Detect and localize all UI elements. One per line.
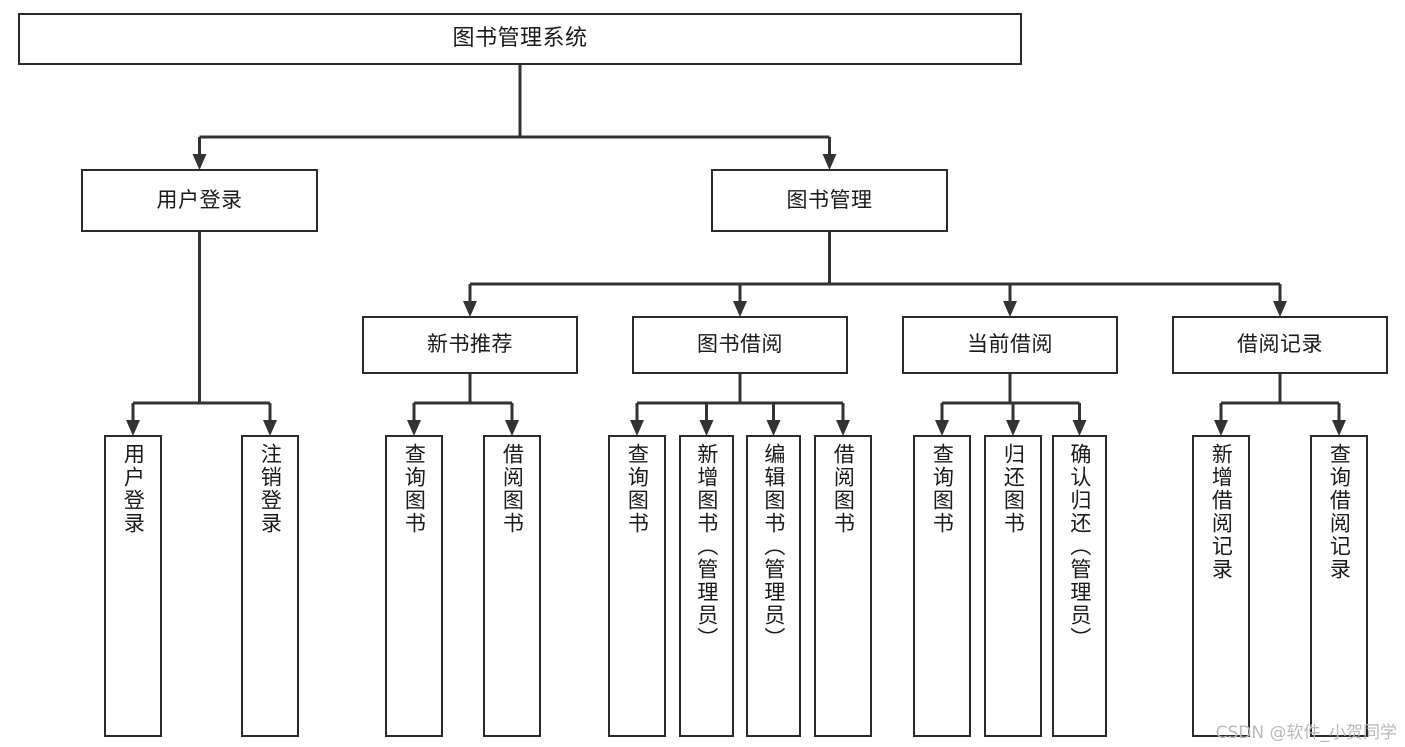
watermark: CSDN @软件_小贺同学 [1215,723,1397,743]
node-borrow-record[interactable]: 借阅记录 [1172,316,1388,374]
node-leaf-query-book-2[interactable]: 查询图书 [608,435,666,737]
node-leaf-query-book-3[interactable]: 查询图书 [913,435,971,737]
node-label: 用户登录 [121,443,146,535]
node-label: 归还图书 [1001,443,1026,535]
node-label: 查询图书 [402,443,427,535]
node-label: 确认归还（管理员） [1067,443,1092,650]
node-leaf-confirm-return[interactable]: 确认归还（管理员） [1052,435,1107,737]
node-leaf-add-record[interactable]: 新增借阅记录 [1192,435,1250,737]
node-leaf-add-book[interactable]: 新增图书（管理员） [679,435,734,737]
node-current-borrow[interactable]: 当前借阅 [902,316,1118,374]
node-leaf-user-login[interactable]: 用户登录 [104,435,162,737]
node-user-login[interactable]: 用户登录 [81,169,318,232]
node-leaf-borrow-book-1[interactable]: 借阅图书 [483,435,541,737]
node-label: 查询图书 [930,443,955,535]
node-book-borrow[interactable]: 图书借阅 [632,316,848,374]
node-leaf-query-book-1[interactable]: 查询图书 [385,435,443,737]
node-label: 新书推荐 [427,332,513,357]
node-label: 查询借阅记录 [1327,443,1352,581]
node-label: 查询图书 [625,443,650,535]
node-leaf-borrow-book-2[interactable]: 借阅图书 [814,435,872,737]
node-label: 编辑图书（管理员） [761,443,786,650]
node-label: 图书管理系统 [452,25,588,51]
node-label: 用户登录 [156,187,243,212]
node-leaf-edit-book[interactable]: 编辑图书（管理员） [746,435,801,737]
node-book-manage[interactable]: 图书管理 [711,169,948,232]
node-label: 图书借阅 [697,332,783,357]
node-label: 注销登录 [258,443,283,535]
node-new-book-rec[interactable]: 新书推荐 [362,316,578,374]
node-label: 当前借阅 [967,332,1053,357]
node-leaf-query-record[interactable]: 查询借阅记录 [1310,435,1368,737]
node-label: 新增借阅记录 [1209,443,1234,581]
node-leaf-user-logout[interactable]: 注销登录 [241,435,299,737]
node-label: 新增图书（管理员） [694,443,719,650]
node-root[interactable]: 图书管理系统 [18,13,1022,65]
node-label: 图书管理 [786,187,873,212]
node-label: 借阅图书 [831,443,856,535]
node-label: 借阅记录 [1237,332,1323,357]
node-leaf-return-book[interactable]: 归还图书 [984,435,1042,737]
node-label: 借阅图书 [500,443,525,535]
